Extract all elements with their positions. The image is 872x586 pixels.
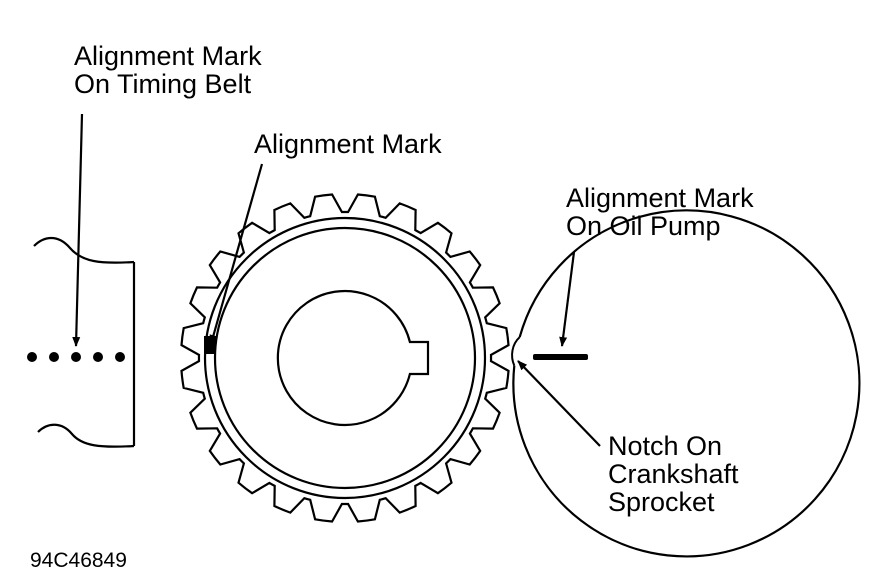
oil-pump-housing xyxy=(512,209,861,558)
label-line: Alignment Mark xyxy=(254,129,442,159)
sprocket-mark-label: Alignment Mark xyxy=(254,130,442,158)
sprocket-outer-rim xyxy=(203,216,487,500)
crankshaft-bore-keyway xyxy=(276,289,430,427)
belt-dot xyxy=(115,352,125,362)
crankshaft-sprocket xyxy=(180,193,510,523)
label-line: Crankshaft xyxy=(608,459,739,489)
label-line: Alignment Mark xyxy=(74,41,262,71)
sprocket-inner-rim xyxy=(213,226,477,490)
timing-belt-mark-arrow xyxy=(72,113,84,347)
belt-dot xyxy=(27,352,37,362)
label-line: Alignment Mark xyxy=(566,183,754,213)
timing-belt xyxy=(33,236,136,448)
oil-pump-mark-arrow xyxy=(559,251,576,347)
belt-dot xyxy=(49,352,59,362)
belt-top-edge xyxy=(33,236,135,264)
belt-dot xyxy=(71,352,81,362)
belt-alignment-dots xyxy=(27,352,125,362)
label-line: On Timing Belt xyxy=(74,69,252,99)
label-line: Notch On xyxy=(608,431,723,461)
label-line: On Oil Pump xyxy=(566,211,721,241)
oil-pump-mark-label: Alignment Mark On Oil Pump xyxy=(566,184,754,240)
crankshaft-notch xyxy=(511,336,521,367)
sprocket-alignment-mark xyxy=(204,336,216,354)
belt-dot xyxy=(93,352,103,362)
leader-lines xyxy=(72,113,601,447)
label-line: Sprocket xyxy=(608,487,715,517)
belt-bottom-edge xyxy=(37,423,135,448)
crankshaft-notch-label: Notch On Crankshaft Sprocket xyxy=(608,432,739,516)
sprocket-teeth xyxy=(180,193,510,523)
oil-pump-alignment-mark xyxy=(533,354,588,360)
sprocket-mark-arrow xyxy=(209,163,264,345)
figure-code: 94C46849 xyxy=(30,549,127,572)
timing-belt-mark-label: Alignment Mark On Timing Belt xyxy=(74,42,262,98)
crankshaft-notch-arrow xyxy=(517,360,601,447)
